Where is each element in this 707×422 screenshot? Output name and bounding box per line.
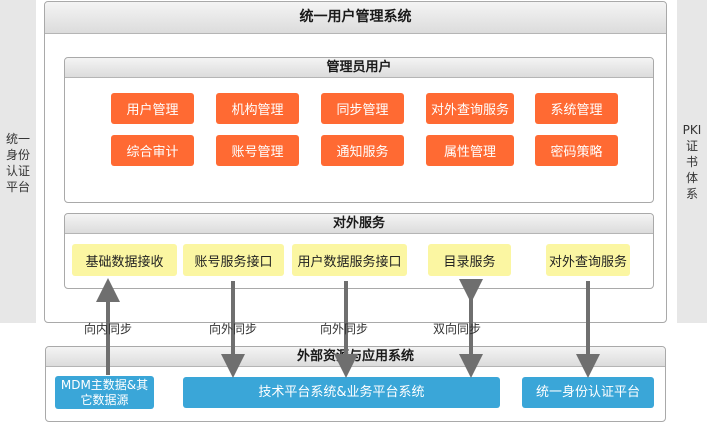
left-side-line: 身份 — [5, 148, 30, 162]
external-services-title: 对外服务 — [65, 214, 653, 234]
account-service-interface-box[interactable]: 账号服务接口 — [183, 244, 284, 276]
attribute-management-button[interactable]: 属性管理 — [426, 135, 514, 166]
tech-business-platform-box[interactable]: 技术平台系统&业务平台系统 — [183, 377, 500, 408]
mdm-line: MDM主数据&其 — [60, 377, 149, 392]
outbound-sync-label-2: 向外同步 — [320, 322, 369, 336]
password-policy-button[interactable]: 密码策略 — [535, 135, 618, 166]
right-side-line: 书 — [685, 155, 698, 169]
user-data-service-interface-box[interactable]: 用户数据服务接口 — [292, 244, 407, 276]
account-management-button[interactable]: 账号管理 — [216, 135, 299, 166]
main-system-title: 统一用户管理系统 — [45, 2, 666, 34]
sync-management-button[interactable]: 同步管理 — [321, 93, 404, 124]
left-side-line: 认证 — [5, 164, 30, 178]
system-management-button[interactable]: 系统管理 — [535, 93, 618, 124]
external-query-service-box[interactable]: 对外查询服务 — [546, 244, 630, 276]
left-side-line: 统一 — [5, 132, 30, 146]
unified-auth-platform-box[interactable]: 统一身份认证平台 — [522, 377, 654, 408]
admin-users-frame: 管理员用户 — [64, 57, 654, 203]
basic-data-receive-box[interactable]: 基础数据接收 — [72, 244, 177, 276]
right-side-line: 体 — [685, 171, 698, 185]
right-side-line: 系 — [685, 187, 698, 201]
right-side-line: 证 — [685, 139, 698, 153]
bidirectional-sync-label: 双向同步 — [433, 322, 482, 336]
right-side-label: PKI 证 书 体 系 — [677, 122, 707, 202]
external-query-service-button[interactable]: 对外查询服务 — [426, 93, 514, 124]
comprehensive-audit-button[interactable]: 综合审计 — [111, 135, 194, 166]
left-side-panel: 统一 身份 认证 平台 — [0, 0, 36, 323]
user-management-button[interactable]: 用户管理 — [111, 93, 194, 124]
left-side-label: 统一 身份 认证 平台 — [0, 131, 36, 195]
inbound-sync-label: 向内同步 — [84, 322, 133, 336]
left-side-line: 平台 — [5, 180, 30, 194]
mdm-line: 它数据源 — [80, 392, 129, 407]
directory-service-box[interactable]: 目录服务 — [428, 244, 511, 276]
outbound-sync-label-1: 向外同步 — [209, 322, 258, 336]
admin-users-title: 管理员用户 — [65, 58, 653, 78]
notification-service-button[interactable]: 通知服务 — [321, 135, 404, 166]
right-side-line: PKI — [682, 123, 702, 137]
right-side-panel: PKI 证 书 体 系 — [677, 0, 707, 323]
org-management-button[interactable]: 机构管理 — [216, 93, 299, 124]
mdm-data-source-box[interactable]: MDM主数据&其 它数据源 — [55, 376, 154, 409]
